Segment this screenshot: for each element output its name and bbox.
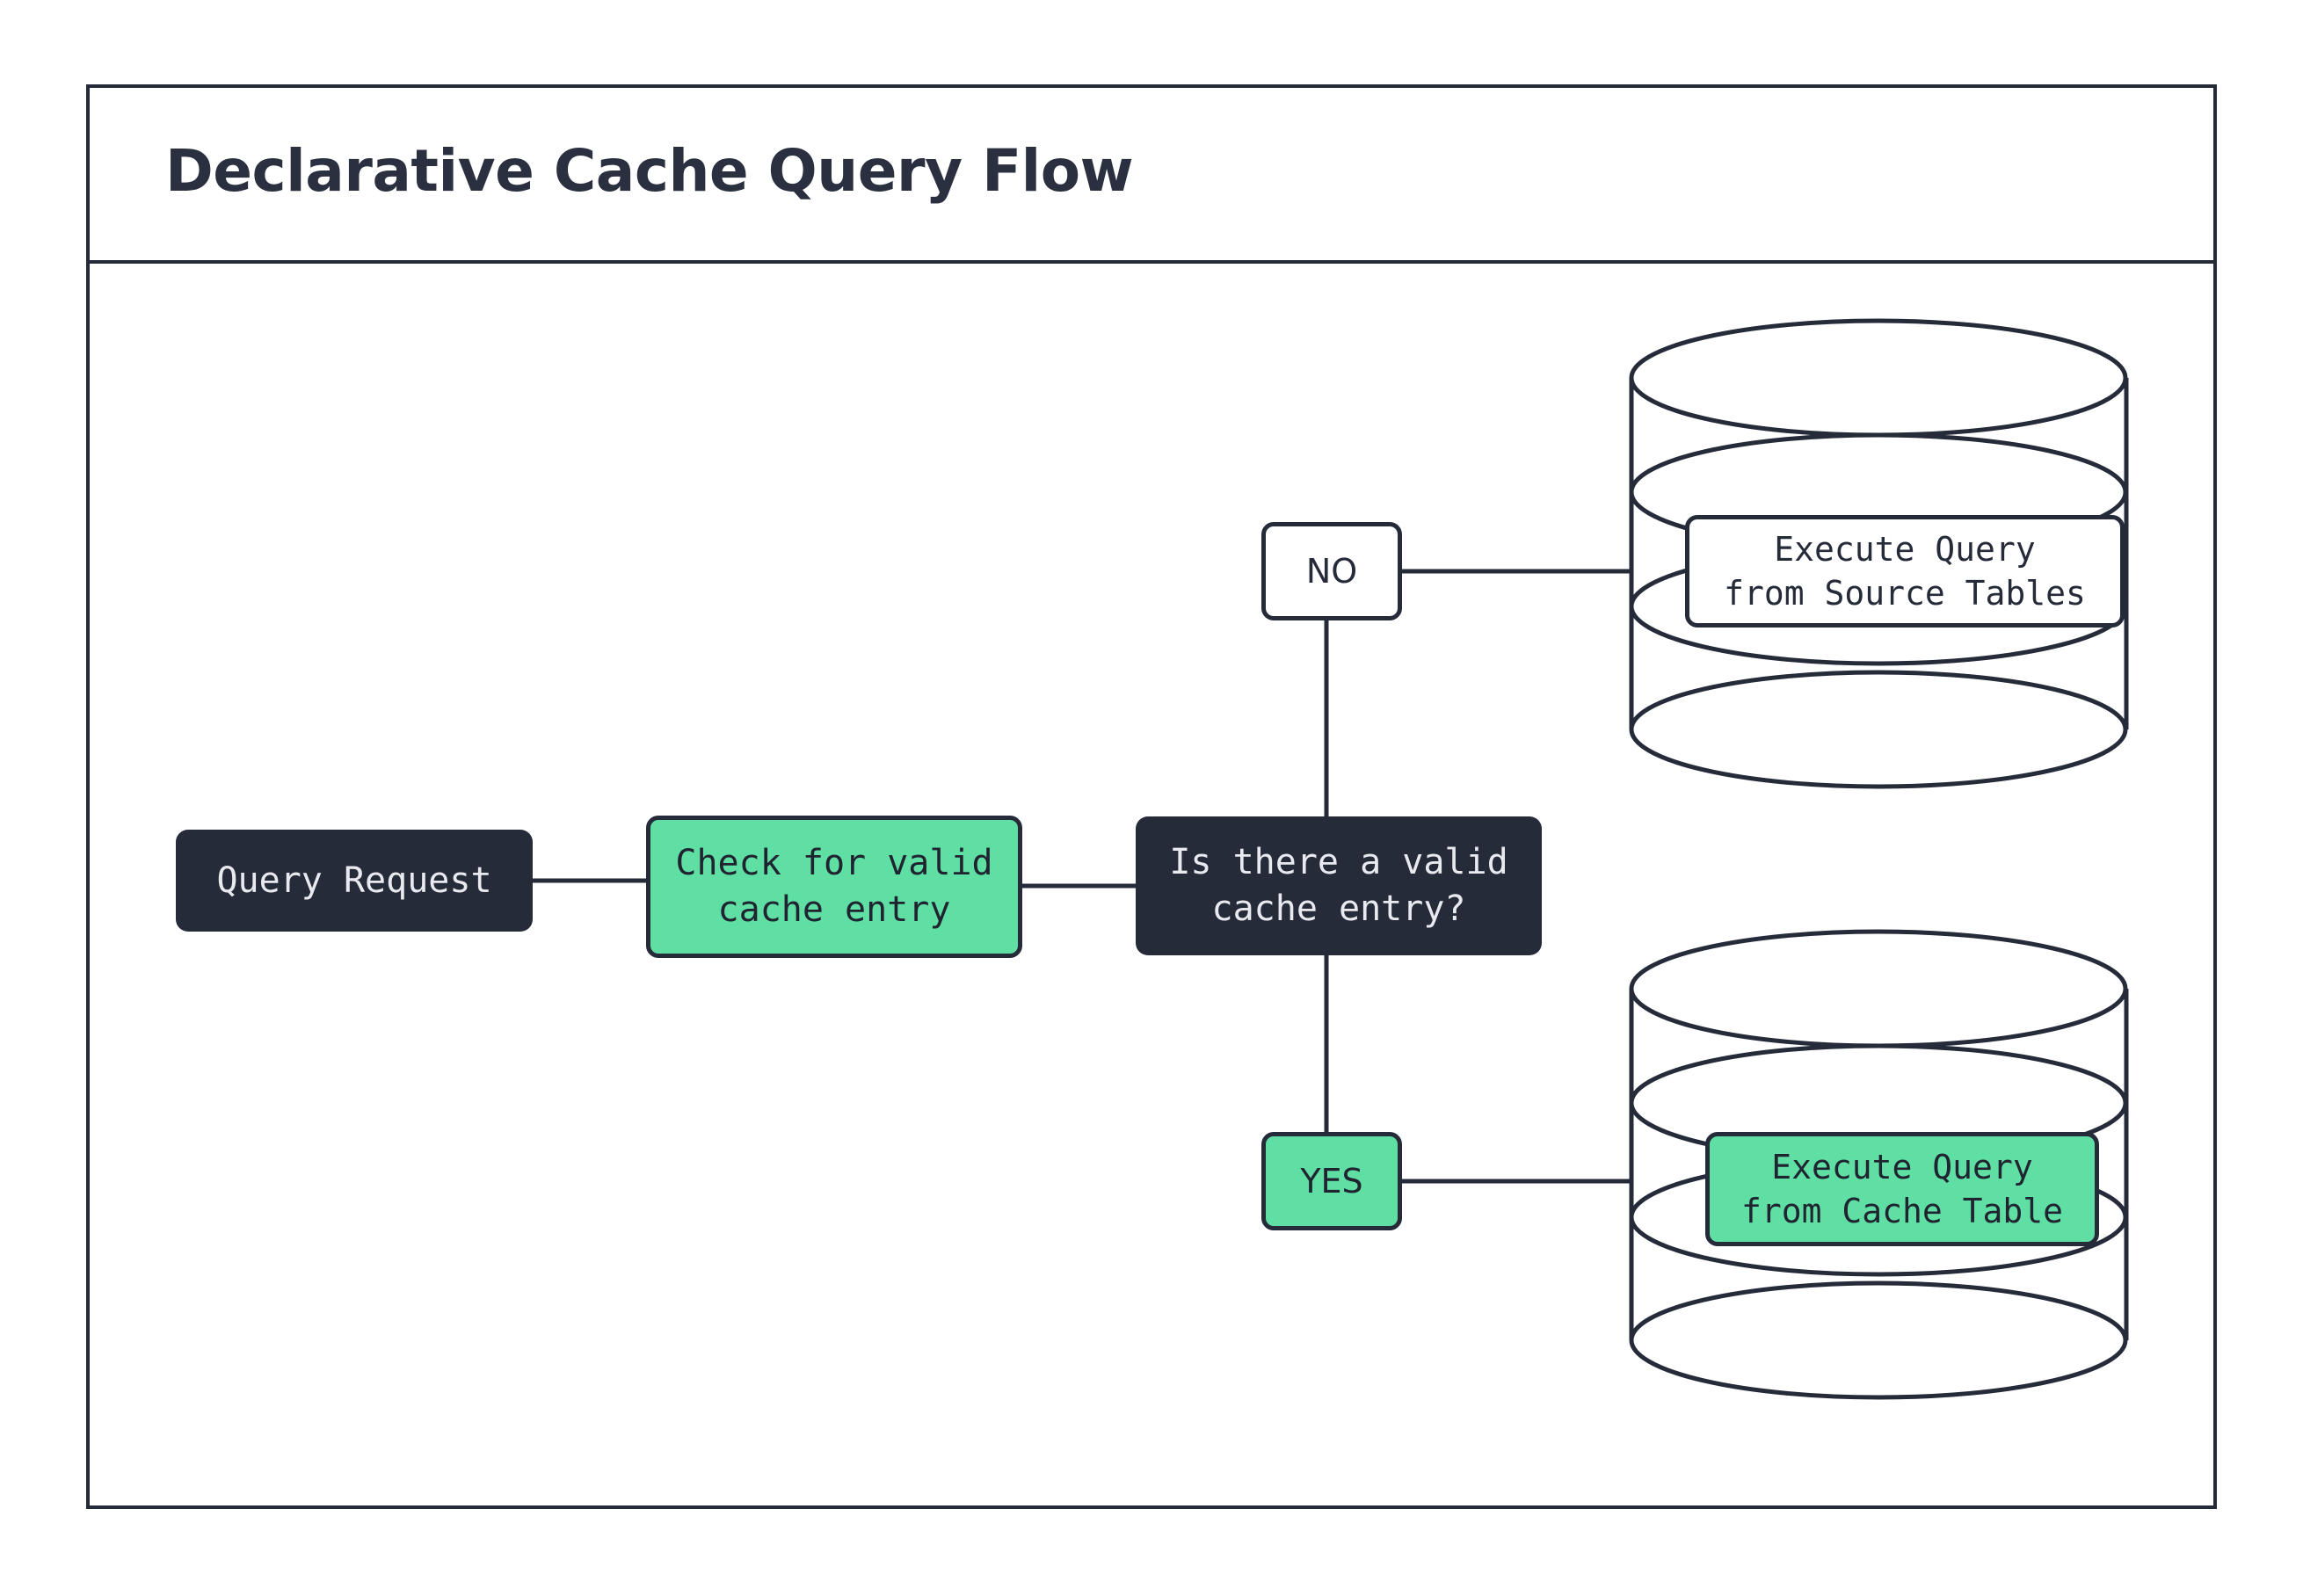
page-title: Declarative Cache Query Flow: [165, 137, 1134, 205]
node-execute-query-from-cache-table[interactable]: Execute Query from Cache Table: [1705, 1132, 2099, 1246]
diagram-header: [90, 88, 2213, 264]
diagram-frame: Declarative Cache Query Flow: [86, 84, 2217, 1509]
edge-label-no[interactable]: NO: [1261, 522, 1402, 620]
node-query-request[interactable]: Query Request: [176, 830, 533, 932]
edge-label-yes[interactable]: YES: [1261, 1132, 1402, 1230]
node-execute-query-from-source-tables[interactable]: Execute Query from Source Tables: [1685, 515, 2125, 628]
node-check-for-valid-cache-entry[interactable]: Check for valid cache entry: [646, 816, 1022, 958]
node-decision-valid-cache-entry[interactable]: Is there a valid cache entry?: [1136, 816, 1542, 955]
